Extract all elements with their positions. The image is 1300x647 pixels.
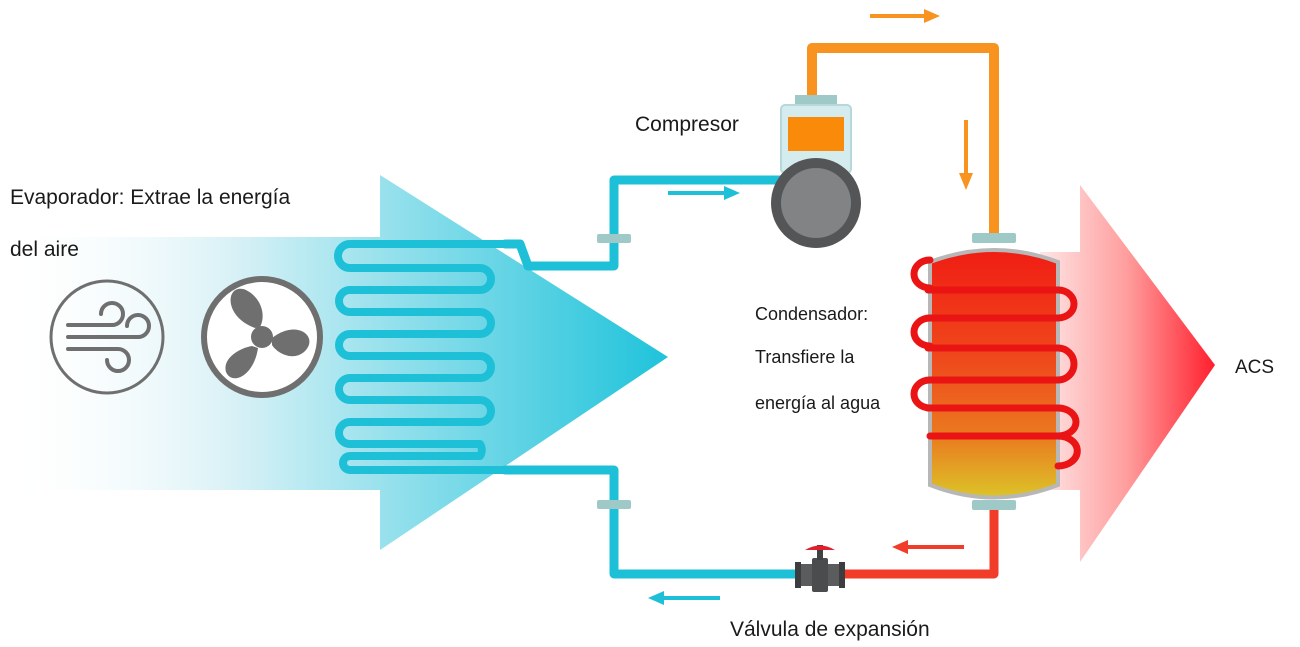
flow-arrow-suction — [668, 186, 740, 200]
pipe-valve-to-evaporator — [500, 465, 805, 579]
expansion-valve-label: Válvula de expansión — [730, 618, 930, 641]
compressor-icon — [771, 95, 861, 248]
refrigerant-pipes — [500, 43, 999, 579]
pipe-evaporator-to-compressor — [500, 175, 795, 271]
flow-arrow-down — [959, 120, 973, 190]
flow-arrows — [648, 9, 973, 605]
water-tank-icon — [910, 248, 1081, 500]
flow-arrow-return-blue — [648, 591, 720, 605]
evaporator-label-line2: del aire — [10, 238, 79, 261]
condenser-label-line2: Transfiere la — [755, 347, 855, 367]
pipe-condenser-to-valve — [835, 505, 999, 579]
flow-arrow-top — [870, 9, 940, 23]
condenser-label-line1: Condensador: — [755, 304, 869, 324]
condenser-label-line3: energía al agua — [755, 393, 881, 413]
pipe-compressor-to-condenser — [807, 43, 999, 241]
flow-arrow-return-red — [892, 540, 964, 554]
evaporator-coil — [334, 240, 505, 474]
expansion-valve-icon — [795, 545, 845, 592]
fan-icon — [201, 276, 323, 398]
compressor-label: Compresor — [635, 113, 739, 136]
cold-air-arrow — [0, 175, 668, 550]
pipe-couplings — [597, 233, 1016, 510]
acs-label: ACS — [1235, 357, 1275, 378]
wind-icon — [49, 279, 165, 395]
evaporator-label-line1: Evaporador: Extrae la energía — [10, 186, 291, 209]
hot-water-arrow — [1040, 185, 1215, 562]
